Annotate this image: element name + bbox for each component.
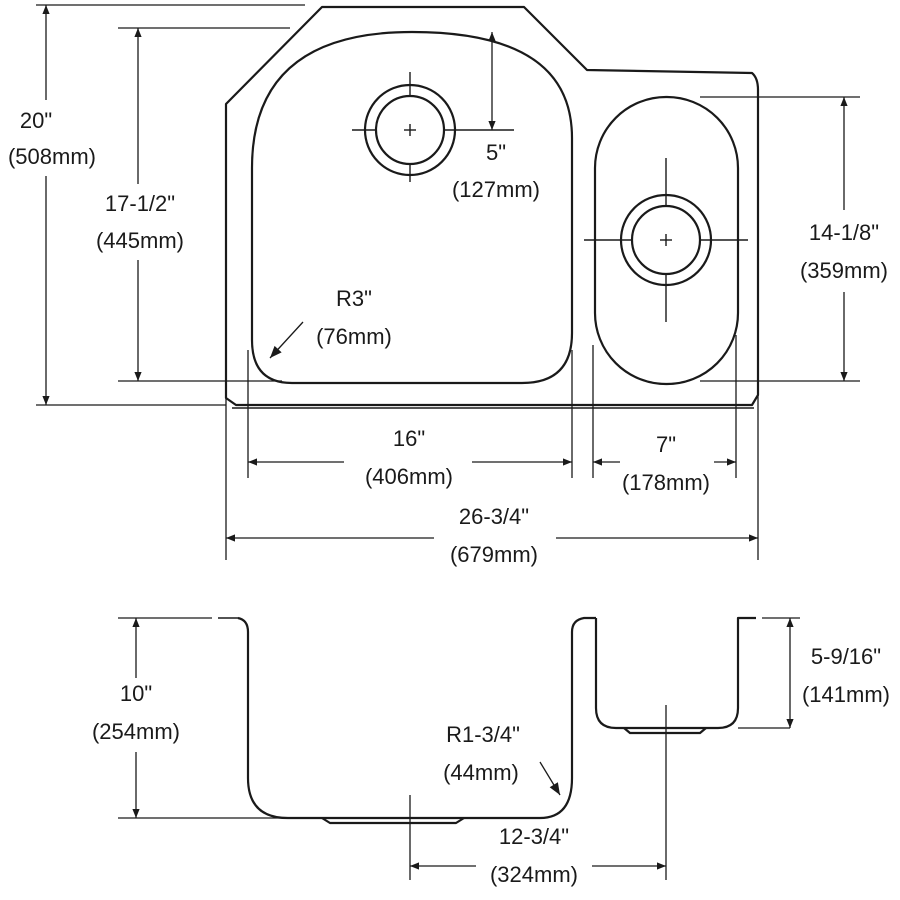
large-bowl-width-label: 16" [393,426,425,451]
sink-outline [224,5,760,407]
bottom-radius-label: R1-3/4" [446,722,520,747]
large-bowl-profile [237,616,596,820]
large-bowl-height-label: 10" [120,681,152,706]
large-bowl-outline [250,30,574,385]
large-bowl-depth-mm-label: (445mm) [96,228,184,253]
drain-offset-mm-label: (127mm) [452,177,540,202]
overall-depth-label: 20" [20,108,52,133]
small-bowl-height-label: 5-9/16" [811,644,881,669]
corner-radius-label: R3" [336,286,372,311]
large-bowl-height-mm-label: (254mm) [92,719,180,744]
overall-width-mm-label: (679mm) [450,542,538,567]
small-bowl-drain-profile [623,727,707,735]
bottom-radius-mm-label: (44mm) [443,760,519,785]
small-bowl-depth-label: 14-1/8" [809,220,879,245]
large-bowl-depth-label: 17-1/2" [105,191,175,216]
bottom-radius-leader [539,761,561,796]
small-bowl-height-mm-label: (141mm) [802,682,890,707]
overall-width-label: 26-3/4" [459,504,529,529]
small-bowl-profile [594,616,756,730]
large-bowl-drain-profile [321,817,465,825]
corner-radius-leader [269,321,304,359]
top-view: 20" (508mm) 17-1/2" (445mm) 5" (127mm) R… [0,4,900,574]
small-bowl-depth-mm-label: (359mm) [800,258,888,283]
large-bowl-width-mm-label: (406mm) [365,464,453,489]
drain-spacing-mm-label: (324mm) [490,862,578,887]
drain-spacing-label: 12-3/4" [499,824,569,849]
drain-offset-label: 5" [486,140,506,165]
front-view: 10" (254mm) R1-3/4" (44mm) 5-9/16" (141m… [80,616,900,896]
corner-radius-mm-label: (76mm) [316,324,392,349]
overall-depth-mm-label: (508mm) [8,144,96,169]
small-bowl-width-mm-label: (178mm) [622,470,710,495]
small-bowl-width-label: 7" [656,432,676,457]
